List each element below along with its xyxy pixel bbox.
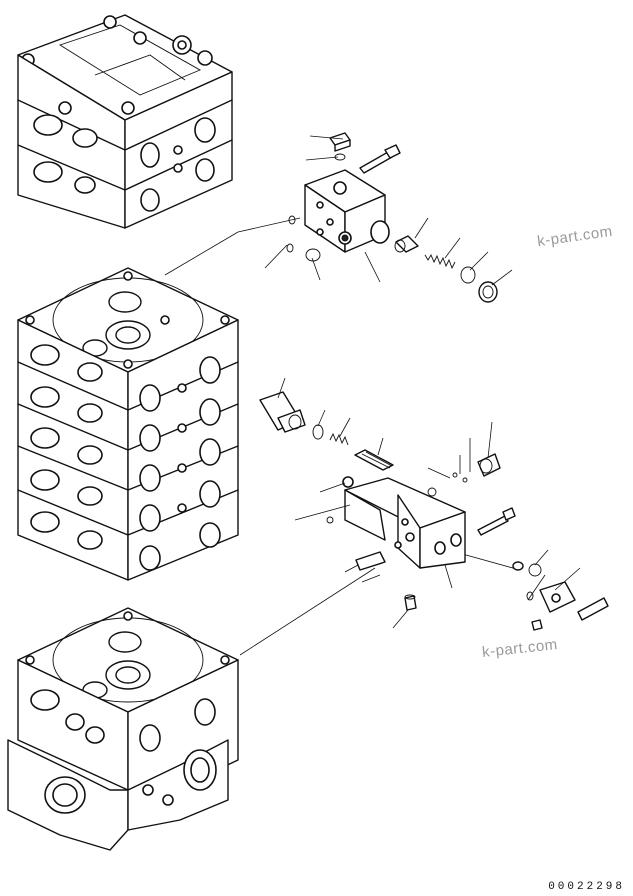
lower-block-assembly [259, 377, 609, 631]
drawing-number: 00022298 [548, 881, 625, 893]
upper-block-assembly [264, 132, 513, 303]
middle-valve-stack [17, 267, 239, 581]
bottom-valve-section [7, 607, 239, 851]
top-valve-section [17, 14, 233, 229]
